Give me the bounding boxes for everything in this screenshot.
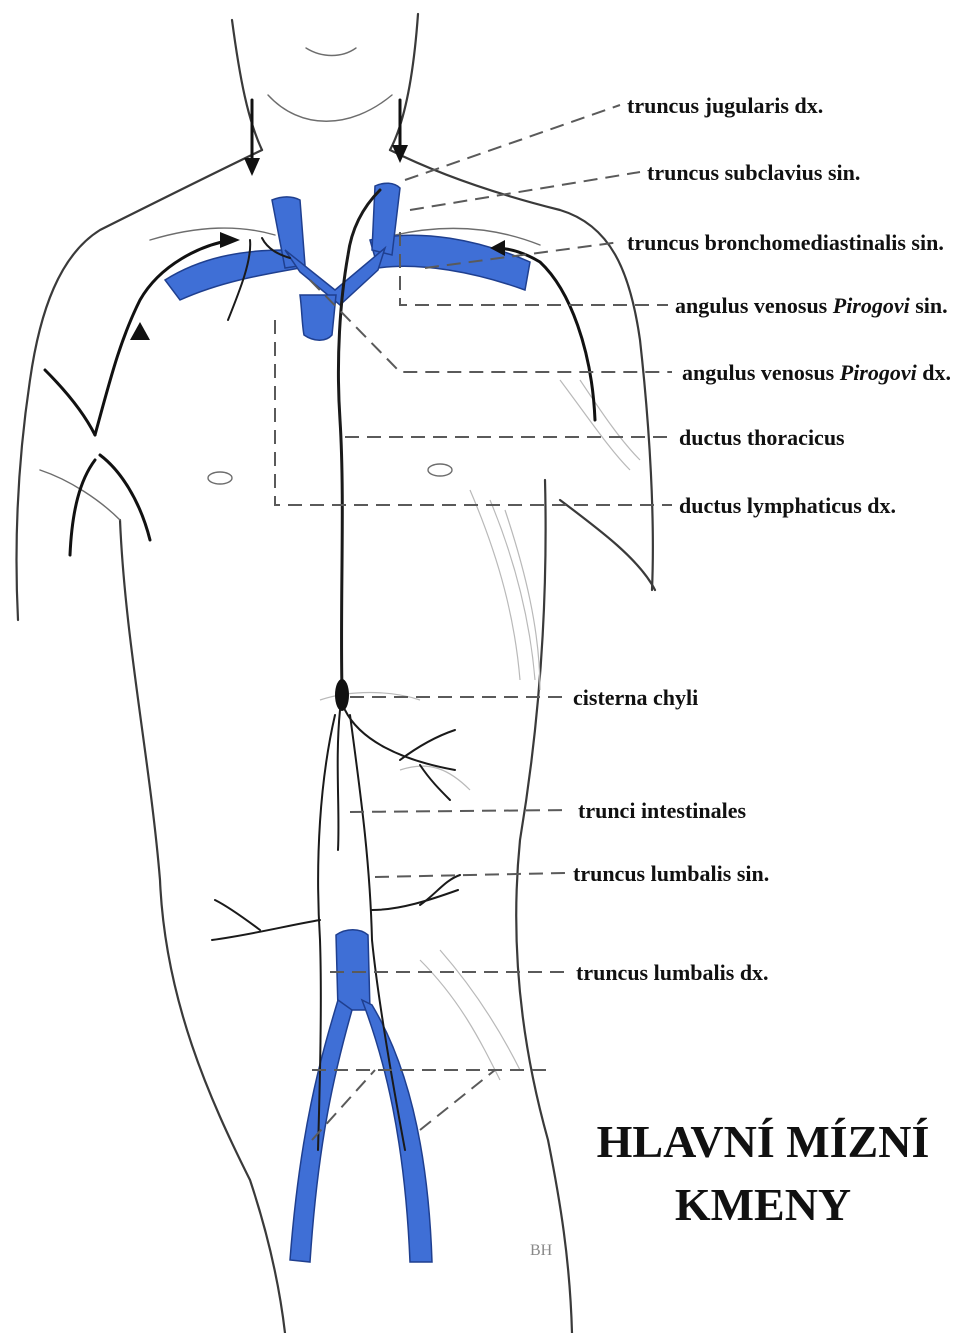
shading-9 — [400, 766, 470, 790]
title-line-1: HLAVNÍ MÍZNÍ — [597, 1116, 930, 1167]
right-nipple — [428, 464, 452, 476]
neck-right-contour — [390, 14, 418, 150]
shading-1 — [470, 490, 520, 680]
lumbar-branch-left-1 — [372, 890, 458, 910]
left-shoulder-arm-contour — [17, 150, 263, 620]
right-shoulder-arm-contour — [390, 150, 653, 590]
label-truncus-jugularis-dx: truncus jugularis dx. — [627, 93, 823, 118]
lumbar-branch-right-2 — [215, 900, 260, 930]
intestinal-trunk-4 — [338, 710, 340, 850]
leader-angulus-venosus-dx — [310, 280, 672, 372]
leader-trunci-intestinales — [350, 810, 570, 812]
left-nipple — [208, 472, 232, 484]
leader-truncus-lumbalis-sin — [375, 873, 565, 877]
label-angulus-venosus-dx-suffix: dx. — [917, 360, 951, 385]
shading-6 — [560, 380, 630, 470]
diagram-title: HLAVNÍ MÍZNÍ KMENY — [597, 1116, 930, 1230]
label-angulus-venosus-sin-italic: Pirogovi — [832, 293, 911, 318]
label-cisterna-chyli: cisterna chyli — [573, 685, 698, 710]
arrowhead-subclavian-dx — [220, 232, 240, 248]
leader-truncus-jugularis-dx — [405, 105, 620, 180]
arrowhead-jugular-sin — [392, 145, 408, 163]
label-ductus-thoracicus: ductus thoracicus — [679, 425, 845, 450]
label-angulus-venosus-sin-suffix: sin. — [910, 293, 948, 318]
label-trunci-intestinales: trunci intestinales — [578, 798, 746, 823]
title-line-2: KMENY — [675, 1179, 851, 1230]
left-clavicle — [150, 228, 275, 240]
label-truncus-bronchomediastinalis-sin: truncus bronchomediastinalis sin. — [627, 230, 944, 255]
jaw-line — [268, 95, 392, 121]
intestinal-trunk-2 — [400, 730, 455, 760]
intestinal-trunk-3 — [420, 765, 450, 800]
label-truncus-lumbalis-sin: truncus lumbalis sin. — [573, 861, 769, 886]
arrowhead-arm-dx — [130, 322, 150, 340]
arrow-axilla-3 — [100, 455, 150, 540]
artist-signature: BH — [530, 1242, 553, 1259]
mouth-line — [306, 48, 356, 56]
shading-5 — [440, 950, 520, 1070]
arrowhead-jugular-dx — [244, 158, 260, 176]
inferior-vena-cava — [336, 930, 370, 1010]
right-iliac-vein — [362, 1000, 432, 1262]
arrow-axilla-1 — [45, 370, 95, 435]
labels: truncus jugularis dx. truncus subclavius… — [573, 93, 951, 985]
label-angulus-venosus-dx-italic: Pirogovi — [839, 360, 918, 385]
label-angulus-venosus-sin: angulus venosus Pirogovi sin. — [675, 293, 948, 318]
shading-4 — [420, 960, 500, 1080]
label-angulus-venosus-sin-main: angulus venosus — [675, 293, 833, 318]
cisterna-chyli-shape — [335, 679, 349, 711]
label-angulus-venosus-dx: angulus venosus Pirogovi dx. — [682, 360, 951, 385]
label-angulus-venosus-dx-main: angulus venosus — [682, 360, 840, 385]
leader-iliac-sin — [420, 1070, 495, 1130]
body-outline — [17, 14, 656, 1333]
label-truncus-subclavius-sin: truncus subclavius sin. — [647, 160, 860, 185]
label-truncus-lumbalis-dx: truncus lumbalis dx. — [576, 960, 769, 985]
torso-left-contour — [120, 520, 285, 1333]
right-arm-inner — [560, 500, 655, 590]
label-ductus-lymphaticus-dx: ductus lymphaticus dx. — [679, 493, 896, 518]
leader-ductus-lymphaticus-dx — [275, 320, 672, 505]
lumbar-branch-left-2 — [420, 875, 460, 905]
lumbar-branch-right-1 — [212, 920, 320, 940]
leader-truncus-subclavius-sin — [410, 172, 640, 210]
intestinal-trunk-1 — [345, 710, 455, 770]
arrow-axilla-2 — [70, 460, 95, 555]
neck-left-contour — [232, 20, 262, 150]
